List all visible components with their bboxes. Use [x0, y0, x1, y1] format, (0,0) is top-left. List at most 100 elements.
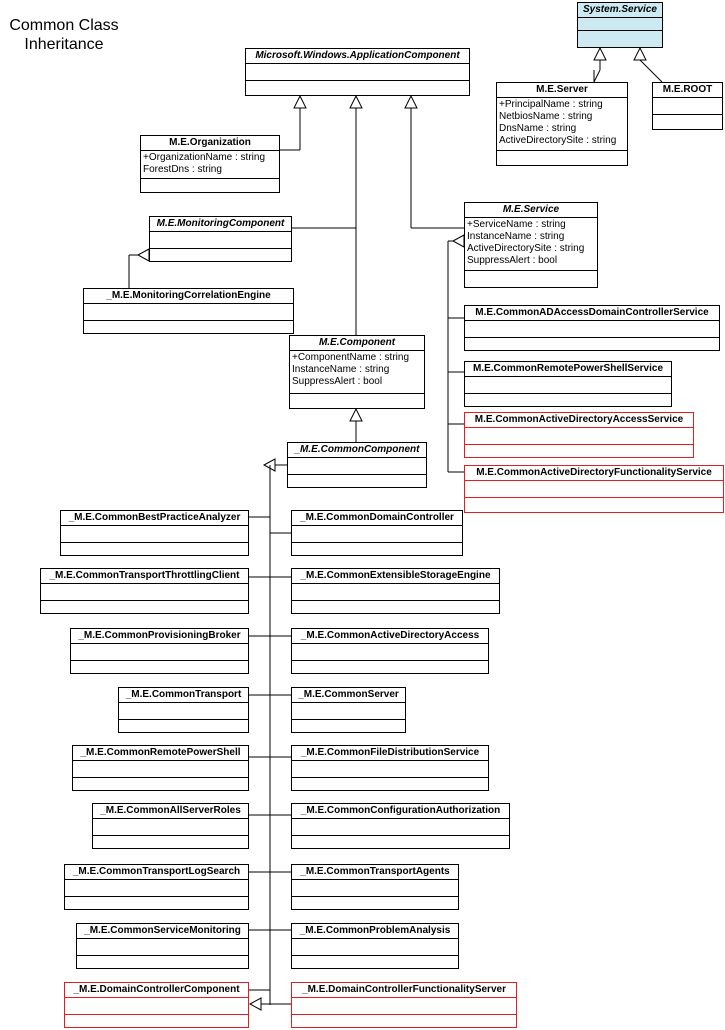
class-name: _M.E.DomainControllerComponent	[65, 983, 248, 998]
attribute: +ComponentName : string	[292, 352, 410, 363]
attribute: SuppressAlert : bool	[292, 376, 383, 387]
class-name: _M.E.CommonFileDistributionService	[292, 746, 488, 761]
class-name: M.E.MonitoringComponent	[150, 217, 291, 232]
class-name: _M.E.CommonRemotePowerShell	[73, 746, 248, 761]
class-configuration-authorization: _M.E.CommonConfigurationAuthorization	[291, 803, 510, 849]
inheritance-arrowhead	[349, 407, 363, 422]
class-operations	[292, 836, 509, 848]
class-name: M.E.CommonActiveDirectoryAccessService	[465, 413, 693, 428]
class-operations	[77, 956, 248, 968]
class-operations	[292, 661, 488, 673]
class-operations	[41, 601, 248, 613]
class-file-distribution-service: _M.E.CommonFileDistributionService	[291, 745, 489, 791]
class-attributes	[292, 761, 488, 778]
class-attributes	[288, 458, 426, 475]
class-operations	[292, 543, 462, 555]
class-name: M.E.Service	[465, 203, 597, 218]
class-name: M.E.ROOT	[653, 83, 722, 98]
class-all-server-roles: _M.E.CommonAllServerRoles	[92, 803, 249, 849]
attribute: +PrincipalName : string	[499, 99, 603, 110]
class-attributes	[61, 526, 248, 543]
class-name: _M.E.CommonConfigurationAuthorization	[292, 804, 509, 819]
class-dc-component: _M.E.DomainControllerComponent	[64, 982, 249, 1028]
title-line-1: Common Class	[9, 17, 119, 34]
attribute: +ServiceName : string	[467, 219, 566, 230]
class-operations	[465, 445, 693, 457]
class-name: M.E.Server	[497, 83, 627, 98]
class-operations	[290, 394, 424, 408]
class-attributes	[292, 819, 509, 836]
class-operations	[141, 179, 279, 192]
class-name: System.Service	[578, 3, 662, 18]
class-operations	[497, 151, 627, 165]
class-operations	[288, 475, 426, 487]
class-attributes	[246, 64, 469, 81]
class-ad-access-dc-service: M.E.CommonADAccessDomainControllerServic…	[464, 305, 720, 351]
class-name: _M.E.MonitoringCorrelationEngine	[84, 289, 293, 304]
class-common-transport: _M.E.CommonTransport	[118, 687, 249, 733]
class-operations	[119, 720, 248, 732]
class-attributes	[93, 819, 248, 836]
class-app-component: Microsoft.Windows.ApplicationComponent	[245, 48, 470, 96]
class-transport-log-search: _M.E.CommonTransportLogSearch	[64, 864, 249, 910]
class-common-remote-powershell: _M.E.CommonRemotePowerShell	[72, 745, 249, 791]
attribute: +OrganizationName : string	[143, 152, 266, 163]
inheritance-arrowhead	[404, 94, 418, 109]
class-me-organization: M.E.Organization+OrganizationName : stri…	[140, 135, 280, 193]
class-operations	[71, 661, 248, 673]
class-name: _M.E.CommonTransportThrottlingClient	[41, 569, 248, 584]
connector-line	[593, 69, 601, 83]
attribute: SuppressAlert : bool	[467, 255, 558, 266]
class-operations	[465, 498, 723, 512]
class-name: M.E.CommonRemotePowerShellService	[465, 362, 671, 377]
attribute: InstanceName : string	[467, 231, 565, 242]
class-common-ad-access: _M.E.CommonActiveDirectoryAccess	[291, 628, 489, 674]
class-name: M.E.CommonActiveDirectoryFunctionalitySe…	[465, 466, 723, 481]
class-attributes	[119, 703, 248, 720]
class-operations	[465, 394, 671, 406]
diagram-title: Common Class Inheritance	[4, 16, 124, 54]
class-ad-access-service: M.E.CommonActiveDirectoryAccessService	[464, 412, 694, 458]
class-name: _M.E.CommonBestPracticeAnalyzer	[61, 511, 248, 526]
class-me-root: M.E.ROOT	[652, 82, 723, 130]
class-attributes	[292, 939, 458, 956]
class-operations	[465, 271, 597, 287]
class-system-service: System.Service	[577, 2, 663, 48]
attribute: ActiveDirectorySite : string	[467, 243, 585, 254]
class-me-monitoring-correlation-engine: _M.E.MonitoringCorrelationEngine	[83, 288, 294, 334]
inheritance-arrowhead	[136, 248, 150, 262]
class-attributes	[41, 584, 248, 601]
class-extensible-storage-engine: _M.E.CommonExtensibleStorageEngine	[291, 568, 500, 614]
attribute: InstanceName : string	[292, 364, 390, 375]
class-operations	[150, 249, 291, 261]
class-attributes	[292, 584, 499, 601]
class-attributes	[292, 703, 405, 720]
class-name: _M.E.CommonProvisioningBroker	[71, 629, 248, 644]
attribute: DnsName : string	[499, 123, 577, 134]
class-name: _M.E.CommonActiveDirectoryAccess	[292, 629, 488, 644]
inheritance-arrowhead	[633, 46, 647, 61]
class-operations	[292, 601, 499, 613]
class-common-server: _M.E.CommonServer	[291, 687, 406, 733]
class-service-monitoring: _M.E.CommonServiceMonitoring	[76, 923, 249, 969]
class-operations	[65, 1015, 248, 1027]
class-me-monitoring-component: M.E.MonitoringComponent	[149, 216, 292, 262]
inheritance-arrowhead	[451, 234, 465, 248]
class-attributes	[65, 880, 248, 897]
class-dc-functionality-server: _M.E.DomainControllerFunctionalityServer	[291, 982, 517, 1028]
class-attributes	[653, 98, 722, 115]
class-attributes	[292, 644, 488, 661]
class-name: _M.E.CommonAllServerRoles	[93, 804, 248, 819]
class-operations	[292, 720, 405, 732]
class-attributes	[77, 939, 248, 956]
class-attributes	[292, 526, 462, 543]
class-attributes	[292, 880, 458, 897]
class-name: _M.E.DomainControllerFunctionalityServer	[292, 983, 516, 998]
class-provisioning-broker: _M.E.CommonProvisioningBroker	[70, 628, 249, 674]
class-operations	[84, 321, 293, 333]
